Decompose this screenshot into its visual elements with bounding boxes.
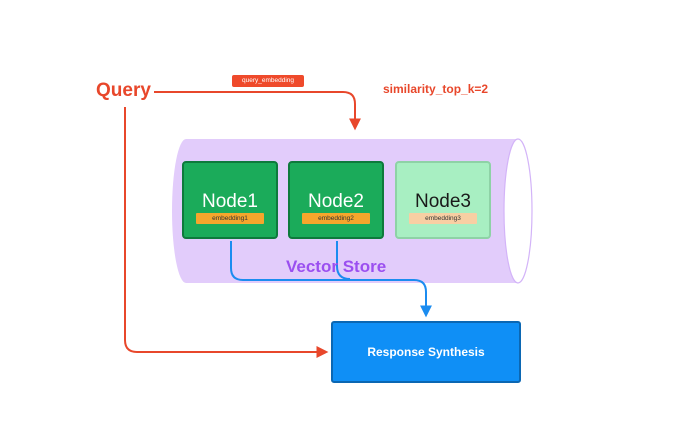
node-2: Node2 embedding2 bbox=[288, 161, 384, 239]
embedding-chip: embedding1 bbox=[196, 213, 264, 224]
embedding-chip: embedding3 bbox=[409, 213, 477, 224]
node-1: Node1 embedding1 bbox=[182, 161, 278, 239]
embedding-chip: embedding2 bbox=[302, 213, 370, 224]
node-title: Node3 bbox=[415, 191, 471, 212]
node1-retrieval-connector bbox=[230, 241, 432, 318]
node-title: Node2 bbox=[308, 191, 364, 212]
node2-retrieval-connector bbox=[336, 241, 351, 280]
similarity-top-k-label: similarity_top_k=2 bbox=[383, 82, 489, 96]
query-embedding-connector bbox=[154, 91, 361, 131]
query-label: Query bbox=[96, 80, 151, 101]
node-3: Node3 embedding3 bbox=[395, 161, 491, 239]
query-synthesis-connector bbox=[124, 107, 329, 358]
response-synthesis-box: Response Synthesis bbox=[331, 321, 521, 383]
node-title: Node1 bbox=[202, 191, 258, 212]
vector-store-label: Vector Store bbox=[286, 257, 387, 276]
query-embedding-tag: query_embedding bbox=[232, 75, 304, 87]
